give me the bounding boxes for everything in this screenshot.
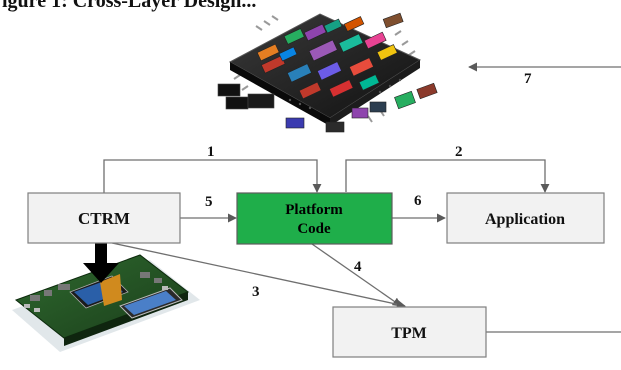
platform-code-label-line2: Code (297, 221, 331, 237)
edge-3-label: 3 (252, 284, 260, 300)
edge-3-line (111, 242, 406, 309)
platform-code-box: Platform Code (236, 192, 393, 245)
application-label: Application (485, 211, 565, 228)
edge-2-label: 2 (455, 144, 463, 160)
edge-5-label: 5 (205, 194, 213, 210)
microcontroller-chip-image (217, 12, 438, 133)
edge-2-line (345, 159, 550, 193)
tpm-label: TPM (391, 325, 427, 342)
ctrm-label: CTRM (78, 209, 130, 228)
edge-4-label: 4 (354, 259, 362, 275)
header-caption: igure 1: Cross-Layer Design... (2, 0, 257, 12)
edge-4-line (311, 243, 402, 307)
edge-7-label: 7 (524, 71, 532, 87)
edge-1-line (103, 159, 322, 193)
edge-6-label: 6 (414, 193, 422, 209)
development-board-image (12, 254, 200, 352)
ctrm-to-board-arrow (83, 243, 119, 283)
application-box: Application (446, 192, 605, 244)
platform-code-label-line1: Platform (285, 202, 343, 218)
tpm-box: TPM (332, 306, 487, 358)
ctrm-box: CTRM (27, 192, 181, 244)
edge-1-label: 1 (207, 144, 215, 160)
header-caption-strip: igure 1: Cross-Layer Design... (0, 0, 621, 14)
